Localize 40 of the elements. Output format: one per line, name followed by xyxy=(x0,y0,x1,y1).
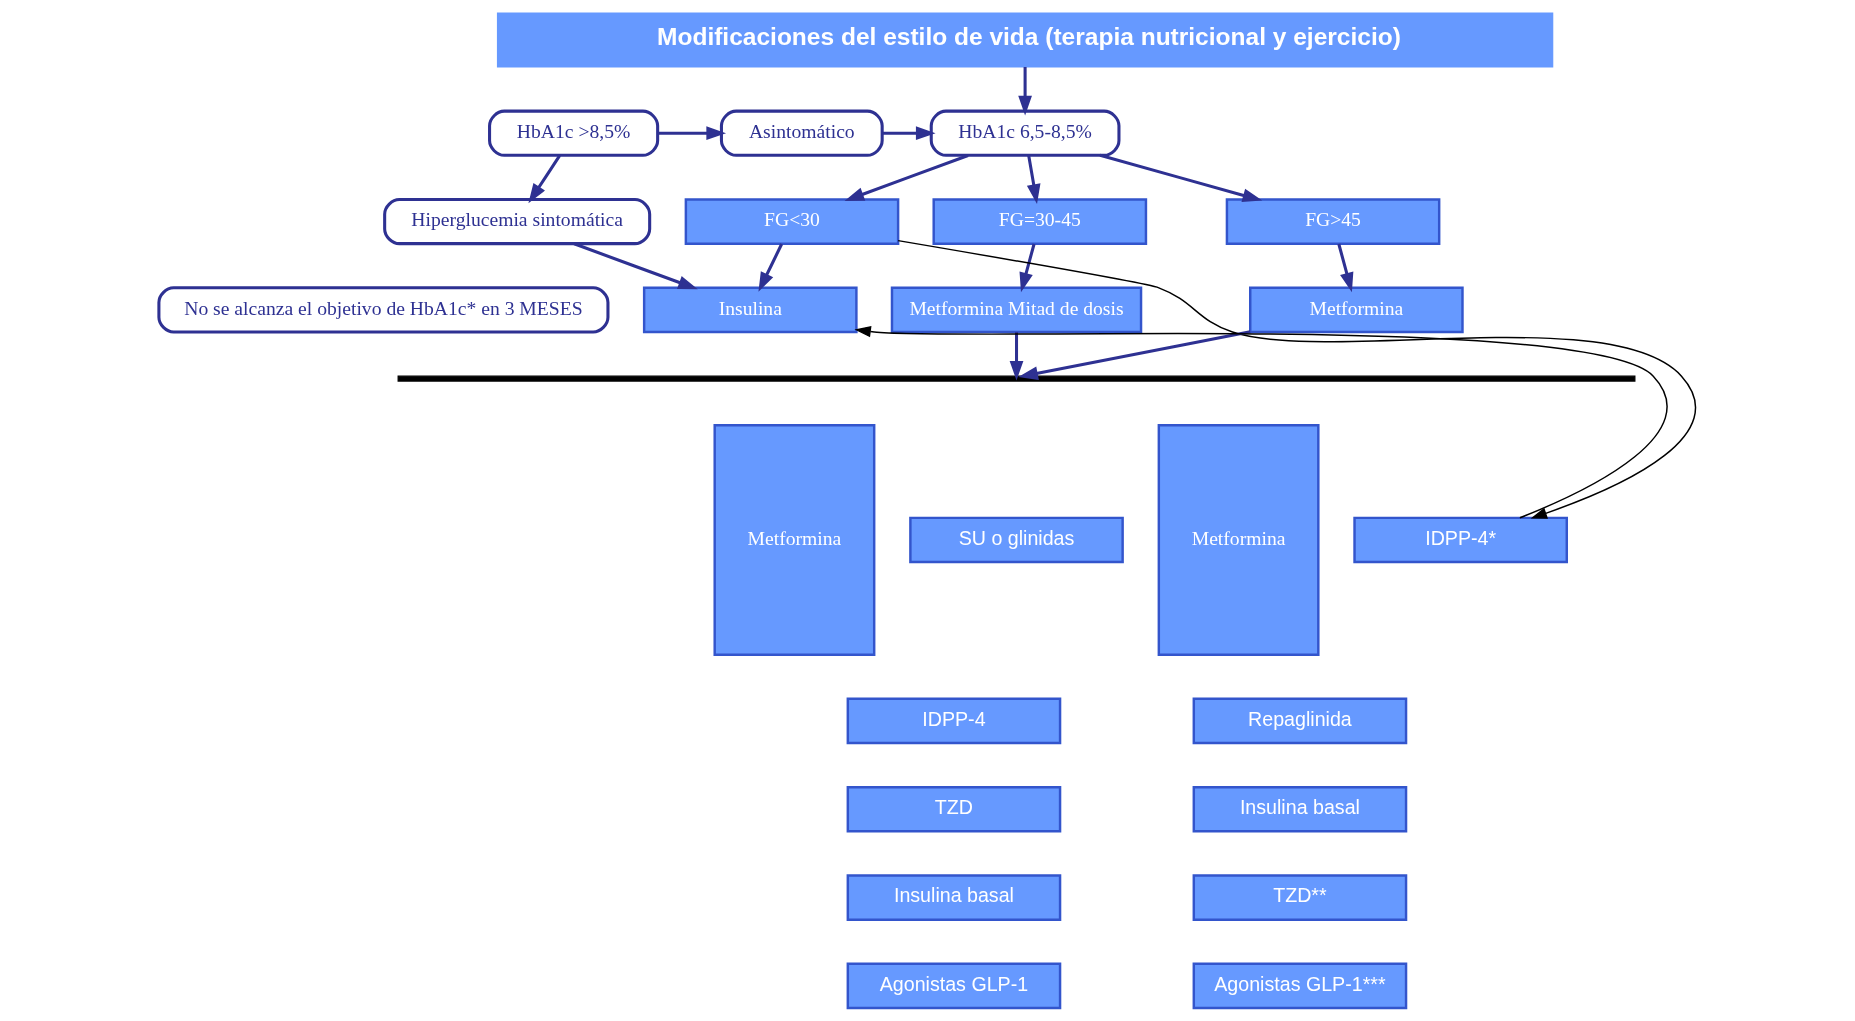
arrow xyxy=(528,154,561,204)
arrow xyxy=(1019,243,1036,293)
node-box: FG>45 xyxy=(1225,198,1441,245)
arrow xyxy=(657,126,727,141)
arrow xyxy=(1337,243,1354,293)
node-box: FG<30 xyxy=(684,198,900,245)
arrow xyxy=(758,243,784,292)
arrow xyxy=(1099,153,1263,202)
arrow xyxy=(1018,330,1251,381)
arrow xyxy=(1018,67,1032,116)
node-box: Repaglinida xyxy=(1192,697,1408,745)
node-box: FG=30-45 xyxy=(932,198,1148,245)
node-box: No se alcanza el objetivo de HbA1c* en 3 MESES xyxy=(157,286,610,334)
node-box: Insulina xyxy=(642,286,858,334)
arrow xyxy=(1009,332,1024,381)
node-box: Metformina Mitad de dosis xyxy=(890,286,1143,334)
node-bar xyxy=(397,375,1636,382)
node-box: SU o glinidas xyxy=(909,516,1124,564)
node-box: HbA1c 6,5-8,5% xyxy=(929,109,1121,157)
arrow xyxy=(897,239,1697,519)
arrow xyxy=(882,126,936,141)
arrow xyxy=(844,154,969,201)
node-box: Agonistas GLP-1 xyxy=(846,962,1062,1010)
node-box: Hiperglucemia sintomática xyxy=(383,197,652,246)
arrow xyxy=(1026,155,1041,204)
node-box: Metformina xyxy=(1249,286,1464,334)
node-box: Insulina basal xyxy=(846,874,1062,921)
node-box: Metformina xyxy=(1157,424,1320,656)
node-box: Asintomático xyxy=(719,109,884,157)
node-box: Insulina basal xyxy=(1192,785,1408,833)
arrow xyxy=(854,325,1668,519)
arrow xyxy=(573,242,698,290)
node-box: Agonistas GLP-1*** xyxy=(1192,962,1408,1010)
node-box: IDPP-4 xyxy=(846,697,1062,745)
node-box: IDPP-4* xyxy=(1353,516,1568,564)
node-box: TZD xyxy=(846,785,1062,833)
node-box: Metformina xyxy=(713,424,876,656)
node-box: Modificaciones del estilo de vida (terapia nutricional y ejercicio) xyxy=(496,12,1554,68)
node-box: HbA1c >8,5% xyxy=(488,109,660,157)
node-box: TZD** xyxy=(1192,874,1408,921)
